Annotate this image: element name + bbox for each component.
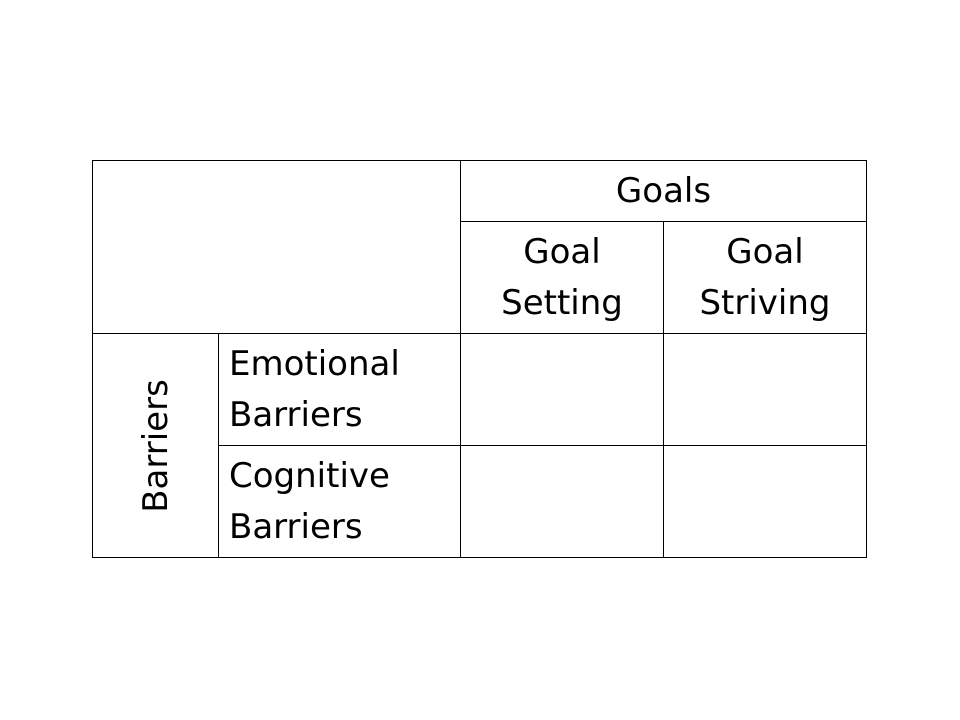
goal-setting-label-line1: Goal bbox=[523, 231, 601, 272]
emotional-barriers-label-cell: Emotional Barriers bbox=[218, 333, 461, 446]
cell-cognitive-goal-striving bbox=[663, 445, 867, 558]
goal-setting-header-cell: Goal Setting bbox=[460, 221, 664, 334]
goals-header-cell: Goals bbox=[460, 160, 867, 222]
cell-emotional-goal-striving bbox=[663, 333, 867, 446]
emotional-barriers-label-line1: Emotional bbox=[229, 343, 400, 384]
goal-striving-label-line2: Striving bbox=[699, 282, 831, 323]
header-row-goals: Goals bbox=[92, 160, 867, 334]
cognitive-barriers-label-cell: Cognitive Barriers bbox=[218, 445, 461, 558]
goals-header-label: Goals bbox=[615, 170, 712, 211]
cognitive-barriers-label-line1: Cognitive bbox=[229, 455, 390, 496]
row-emotional-barriers: Barriers Emotional Barriers bbox=[92, 333, 867, 558]
goal-striving-header-cell: Goal Striving bbox=[663, 221, 867, 334]
cell-emotional-goal-setting bbox=[460, 333, 664, 446]
cell-cognitive-goal-setting bbox=[460, 445, 664, 558]
row-cognitive-barriers: Cognitive Barriers bbox=[93, 445, 867, 558]
barriers-header-label: Barriers bbox=[135, 378, 176, 513]
goals-barriers-matrix: Goals Goal Setting Goal Striving Barrier… bbox=[92, 160, 867, 558]
goal-setting-label-line2: Setting bbox=[501, 282, 623, 323]
emotional-barriers-label-line2: Barriers bbox=[229, 394, 363, 435]
cognitive-barriers-label-line2: Barriers bbox=[229, 506, 363, 547]
empty-corner-cell bbox=[92, 160, 461, 334]
barriers-header-cell: Barriers bbox=[92, 333, 219, 558]
goal-striving-label-line1: Goal bbox=[726, 231, 804, 272]
